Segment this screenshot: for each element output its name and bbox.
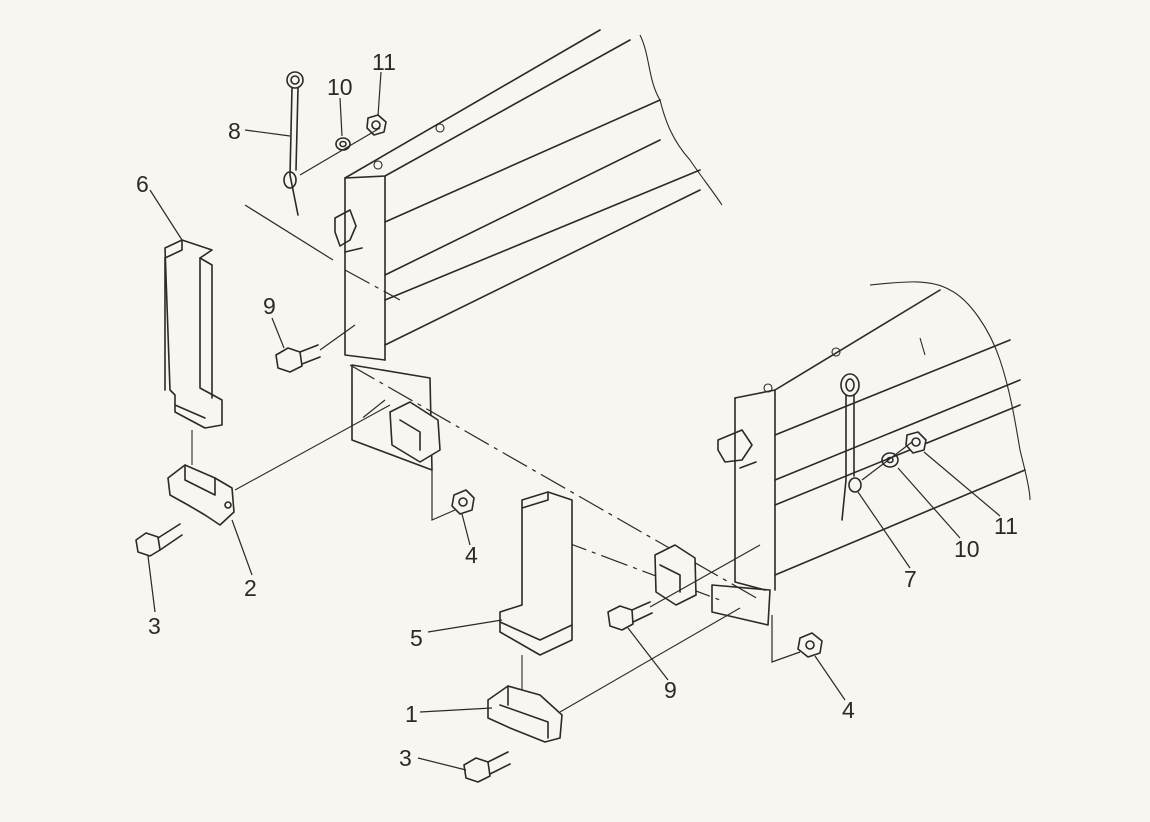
chain-7 — [840, 373, 862, 521]
bolt-9-left — [275, 324, 356, 373]
bolt-3-right — [463, 751, 511, 783]
left-side-rail — [334, 29, 723, 361]
right-side-rail — [717, 281, 1031, 591]
callout-5: 5 — [410, 625, 423, 651]
callout-10-lower: 10 — [954, 536, 980, 562]
callout-11-upper: 11 — [372, 49, 396, 75]
callout-3-lower: 3 — [399, 745, 412, 771]
callout-11-lower: 11 — [994, 513, 1018, 539]
pin-line-left — [234, 404, 391, 491]
callout-1: 1 — [405, 701, 418, 727]
callout-6: 6 — [136, 171, 149, 197]
bracket-6 — [164, 239, 223, 429]
nut-11-right — [905, 431, 927, 454]
hinge-block-upper — [389, 401, 441, 463]
hinge-block-lower — [654, 544, 697, 606]
pin-line-right — [559, 607, 741, 713]
chain-8 — [283, 71, 304, 216]
callout-4-lower: 4 — [842, 697, 855, 723]
callout-leaders — [147, 71, 1001, 771]
guide-1 — [487, 685, 563, 743]
callout-9-lower: 9 — [664, 677, 677, 703]
bracket-2 — [167, 430, 235, 526]
washer-10-left — [335, 137, 351, 151]
bolt-3-left — [135, 523, 183, 557]
callout-7: 7 — [904, 566, 917, 592]
callout-2: 2 — [244, 575, 257, 601]
callout-4-upper: 4 — [465, 542, 478, 568]
callout-9-upper: 9 — [263, 293, 276, 319]
nut-11-left — [366, 114, 387, 136]
nut-4-left — [431, 470, 475, 521]
bracket-5 — [499, 491, 573, 690]
callout-10-upper: 10 — [327, 74, 353, 100]
callout-8: 8 — [228, 118, 241, 144]
bolt-9-right — [607, 544, 761, 631]
washer-10-right — [881, 452, 899, 468]
callout-3-upper: 3 — [148, 613, 161, 639]
nut-4-right — [771, 615, 823, 663]
